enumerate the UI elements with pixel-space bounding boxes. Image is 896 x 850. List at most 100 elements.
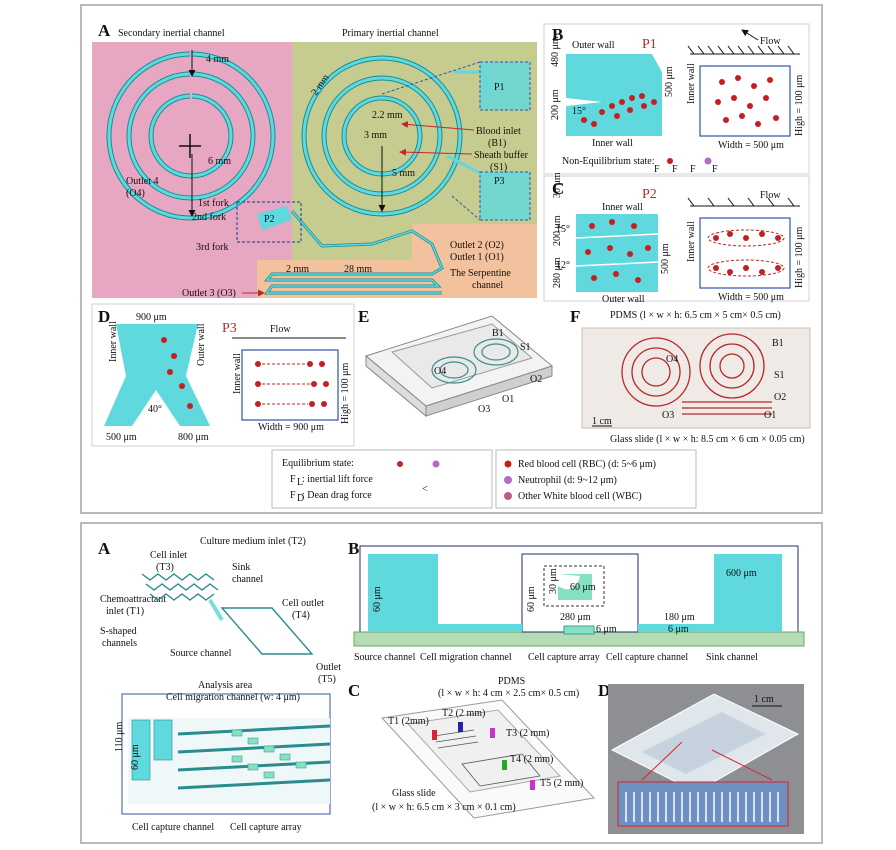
c-high: High = 100 μm [794, 226, 805, 288]
fork-1-label: 1st fork [198, 198, 229, 209]
outlet-4-code: (O4) [126, 188, 145, 199]
legend-fl: F [290, 474, 296, 485]
panel-d-tag: P3 [222, 321, 237, 336]
b-source: Source channel [354, 652, 416, 663]
c-t2: T2 (2 mm) [442, 708, 485, 719]
figure-2-svg: A Culture medium inlet (T2) Cell inlet (… [98, 536, 805, 834]
panel-b: B P1 Outer wall 480 μm 200 μm 500 μm 15°… [543, 23, 810, 175]
s-shaped-label-2: channels [102, 638, 137, 649]
figure-2-frame: A Culture medium inlet (T2) Cell inlet (… [80, 522, 823, 844]
b-d6b: 6 μm [668, 624, 689, 635]
s-shaped-label: S-shaped [100, 626, 137, 637]
blood-inlet-label: Blood inlet [476, 126, 521, 137]
b-sink: Sink channel [706, 652, 758, 663]
secondary-title: Secondary inertial channel [118, 28, 225, 39]
c-outer-wall: Outer wall [602, 294, 645, 305]
d-inner-wall-2: Inner wall [232, 353, 243, 394]
c-d280: 280 μm [552, 257, 563, 288]
p3-zoom-box [479, 171, 531, 221]
fig2-panel-a: A Culture medium inlet (T2) Cell inlet (… [98, 536, 341, 833]
b-outer-wall: Outer wall [572, 40, 615, 51]
c-t3: T3 (2 mm) [506, 728, 549, 739]
d-width: Width = 900 μm [258, 422, 324, 433]
capture-array-label: Cell capture array [230, 822, 302, 833]
panel-e-letter: E [358, 307, 369, 326]
b-high: High = 100 μm [794, 74, 805, 136]
dim-2mm-b: 2 mm [286, 264, 309, 275]
d-d500: 500 μm [106, 432, 137, 443]
b-width: Width = 500 μm [718, 140, 784, 151]
c-flow: Flow [760, 190, 781, 201]
sink-label: Sink [232, 562, 250, 573]
c-d30: 30 μm [552, 172, 563, 198]
d-d800: 800 μm [178, 432, 209, 443]
panel-a-letter: A [98, 21, 111, 40]
b-cells [581, 93, 657, 127]
f-b1: B1 [772, 338, 784, 349]
b-d180: 180 μm [664, 612, 695, 623]
f-o2: O2 [774, 392, 786, 403]
b-migration: Cell migration channel [420, 652, 512, 663]
c-d200: 200 μm [552, 215, 563, 246]
legend-fl-text: : inertial lift force [302, 474, 373, 485]
d-outer-wall: Outer wall [196, 323, 207, 366]
f-s1: S1 [774, 370, 785, 381]
source-channel-label: Source channel [170, 648, 232, 659]
p1-tag: P1 [494, 82, 505, 93]
c-pdms: PDMS [498, 676, 525, 687]
b-inner-wall-v: Inner wall [686, 63, 697, 104]
p3-tag: P3 [494, 176, 505, 187]
c-inner-wall: Inner wall [602, 202, 643, 213]
p2-zoom-box [236, 201, 302, 243]
dim-5mm: 5 mm [392, 168, 415, 179]
c-pdms-dims: (l × w × h: 4 cm × 2.5 cm× 0.5 cm) [438, 688, 579, 699]
panel-c: C P2 Inner wall 30 μm 200 μm 280 μm 500 … [543, 172, 810, 305]
serpentine-label-2: channel [472, 280, 503, 291]
figure-1-frame: A Secondary inertial channel Primary ine… [80, 4, 823, 514]
b-d200: 200 μm [550, 89, 561, 120]
f-o4: O4 [666, 354, 678, 365]
cell-outlet-code: (T4) [292, 610, 310, 621]
panel-b-tag: P1 [642, 37, 657, 52]
serpentine-label-1: The Serpentine [450, 268, 511, 279]
c-t5: T5 (2 mm) [540, 778, 583, 789]
b-cross-cells [715, 75, 779, 127]
e-o2: O2 [530, 374, 542, 385]
fig2-c-letter: C [348, 681, 360, 700]
e-o1: O1 [502, 394, 514, 405]
outlet-3-label: Outlet 3 (O3) [182, 288, 236, 299]
legend-fd: F [290, 490, 296, 501]
cell-outlet-label: Cell outlet [282, 598, 324, 609]
panel-c-letter: C [552, 179, 564, 198]
e-s1: S1 [520, 342, 531, 353]
sheath-buffer-code: (S1) [490, 162, 507, 173]
outlet-1-label: Outlet 1 (O1) [450, 252, 504, 263]
fig2-b-letter: B [348, 539, 359, 558]
b-non-eq: Non-Equilibrium state: [562, 156, 655, 167]
culture-inlet-label: Culture medium inlet (T2) [200, 536, 306, 547]
c-cells [585, 219, 651, 283]
capture-channel-label: Cell capture channel [132, 822, 214, 833]
panel-f: F PDMS (l × w × h: 6.5 cm × 5 cm× 0.5 cm… [570, 307, 811, 445]
serpentine-region-bg-2 [412, 224, 537, 260]
sheath-buffer-label: Sheath buffer [474, 150, 529, 161]
panel-b-letter: B [552, 25, 563, 44]
analysis-label: Analysis area [198, 680, 253, 691]
d-d900: 900 μm [136, 312, 167, 323]
legend-neutrophil: Neutrophil (d: 9~12 μm) [518, 475, 617, 486]
p2-tag: P2 [264, 214, 275, 225]
panel-f-letter: F [570, 307, 580, 326]
dim-6mm: 6 mm [208, 156, 231, 167]
c-glass: Glass slide [392, 788, 436, 799]
panel-d-letter: D [98, 307, 110, 326]
d-inner-wall: Inner wall [108, 321, 119, 362]
d-flow: Flow [270, 324, 291, 335]
fig2-panel-c: C PDMS (l × w × h: 4 cm × 2.5 cm× 0.5 cm… [348, 676, 596, 819]
fig2-panel-b: B 60 μm 60 μm 30 μm 60 μm 600 μm 280 μm … [348, 539, 805, 663]
c-glass-dims: (l × w × h: 6.5 cm × 3 cm × 0.1 cm) [372, 802, 516, 813]
fig2-panel-d: D 1 cm [598, 681, 804, 834]
legend-fd-sub: D [297, 493, 304, 504]
b-capture-channel: Cell capture channel [606, 652, 688, 663]
dim-3mm: 3 mm [364, 130, 387, 141]
legend-rbc: Red blood cell (RBC) (d: 5~6 μm) [518, 459, 656, 470]
